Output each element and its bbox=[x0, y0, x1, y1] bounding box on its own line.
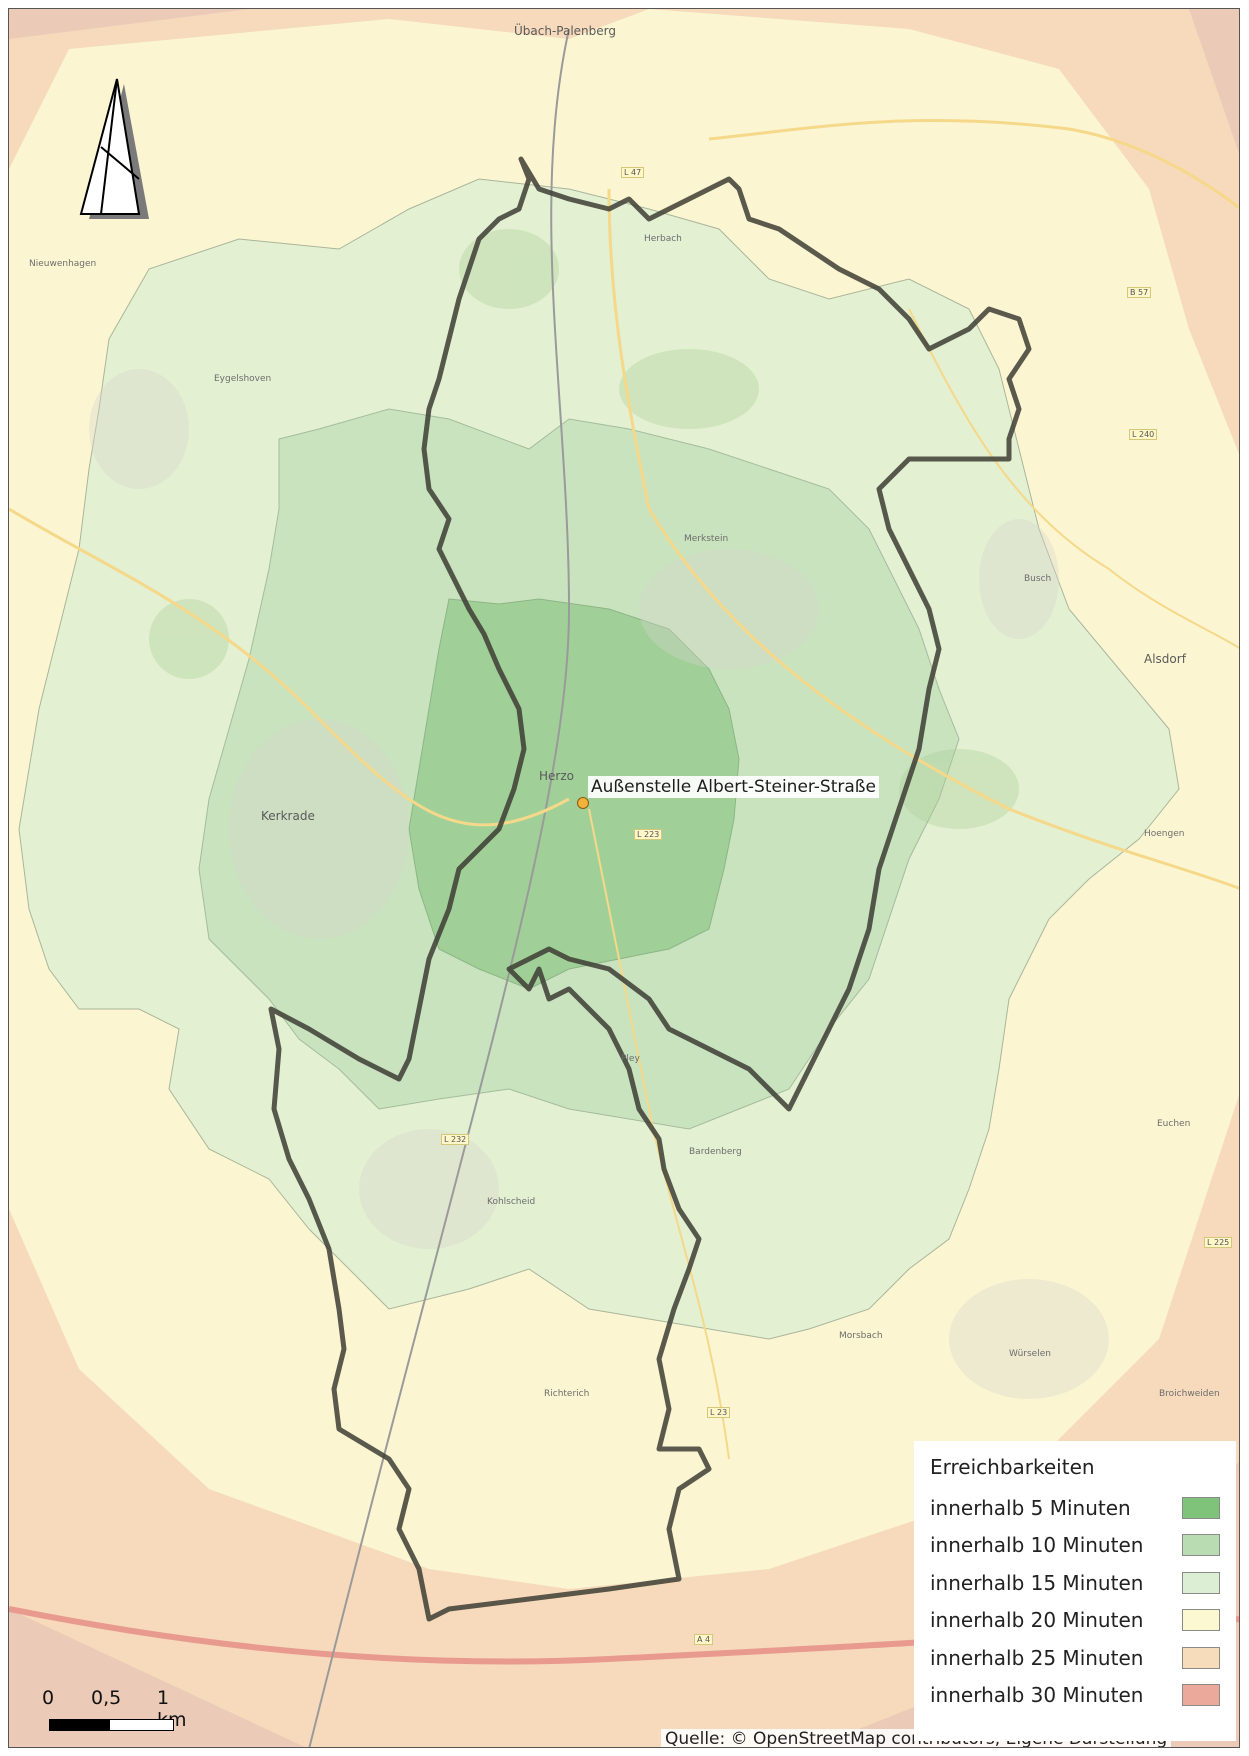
legend-swatch-10 bbox=[1182, 1534, 1220, 1557]
label-pley: Pley bbox=[621, 1054, 640, 1064]
road-south bbox=[588, 808, 730, 1460]
map-canvas[interactable] bbox=[9, 9, 1240, 1748]
scale-bar-white-segment bbox=[109, 1719, 174, 1731]
road-east bbox=[908, 308, 1239, 649]
label-euchen: Euchen bbox=[1157, 1119, 1191, 1129]
legend-swatch-20 bbox=[1182, 1609, 1220, 1632]
legend-title: Erreichbarkeiten bbox=[930, 1455, 1095, 1479]
road-northeast bbox=[708, 118, 1239, 210]
scale-tick-half: 0,5 bbox=[91, 1687, 122, 1709]
map-texture bbox=[89, 229, 1109, 1399]
poi-marker[interactable] bbox=[577, 797, 589, 809]
label-broichweiden: Broichweiden bbox=[1159, 1389, 1220, 1399]
road-label-l240: L 240 bbox=[1129, 429, 1158, 440]
legend-item: innerhalb 30 Minuten bbox=[930, 1677, 1220, 1715]
legend-item-label: innerhalb 5 Minuten bbox=[930, 1495, 1131, 1520]
legend-item-label: innerhalb 25 Minuten bbox=[930, 1645, 1144, 1670]
legend-item: innerhalb 5 Minuten bbox=[930, 1489, 1220, 1527]
zone-5-min bbox=[408, 598, 740, 990]
road-label-l223: L 223 bbox=[634, 829, 663, 840]
legend-swatch-30 bbox=[1182, 1684, 1220, 1707]
roads bbox=[9, 28, 1239, 1747]
legend-item-label: innerhalb 10 Minuten bbox=[930, 1533, 1144, 1558]
label-hoengen: Hoengen bbox=[1144, 829, 1185, 839]
legend-swatch-15 bbox=[1182, 1571, 1220, 1594]
road-label-b57: B 57 bbox=[1127, 287, 1152, 298]
label-kohlscheid: Kohlscheid bbox=[487, 1197, 536, 1207]
poi-label: Außenstelle Albert-Steiner-Straße bbox=[588, 776, 879, 798]
legend-item-label: innerhalb 15 Minuten bbox=[930, 1570, 1144, 1595]
legend-item: innerhalb 20 Minuten bbox=[930, 1602, 1220, 1640]
legend: Erreichbarkeiten innerhalb 5 Minuten inn… bbox=[914, 1441, 1236, 1741]
legend-item: innerhalb 15 Minuten bbox=[930, 1564, 1220, 1602]
scale-bar-black-segment bbox=[49, 1719, 109, 1731]
legend-item: innerhalb 10 Minuten bbox=[930, 1527, 1220, 1565]
label-kerkrade: Kerkrade bbox=[261, 809, 315, 823]
map-frame[interactable]: Übach-Palenberg Alsdorf Kerkrade Herzo M… bbox=[8, 8, 1240, 1748]
legend-item-label: innerhalb 30 Minuten bbox=[930, 1683, 1144, 1708]
scale-tick-0: 0 bbox=[42, 1687, 55, 1709]
north-arrow bbox=[79, 78, 149, 219]
legend-item-label: innerhalb 20 Minuten bbox=[930, 1608, 1144, 1633]
label-herzogenrath: Herzo bbox=[539, 769, 574, 783]
label-ubach-palenberg: Übach-Palenberg bbox=[514, 24, 616, 38]
road-label-l23: L 23 bbox=[707, 1407, 731, 1418]
legend-item: innerhalb 25 Minuten bbox=[930, 1639, 1220, 1677]
label-eygelshoven: Eygelshoven bbox=[214, 374, 272, 384]
label-richterich: Richterich bbox=[544, 1389, 590, 1399]
label-morsbach: Morsbach bbox=[839, 1331, 883, 1341]
road-label-l47: L 47 bbox=[621, 167, 645, 178]
legend-swatch-5 bbox=[1182, 1496, 1220, 1519]
legend-swatch-25 bbox=[1182, 1646, 1220, 1669]
road-label-a4: A 4 bbox=[694, 1634, 714, 1645]
railway-main bbox=[308, 28, 571, 1747]
label-herbach: Herbach bbox=[644, 234, 682, 244]
road-label-l232: L 232 bbox=[441, 1134, 470, 1145]
label-bardenberg: Bardenberg bbox=[689, 1147, 742, 1157]
road-west bbox=[9, 507, 570, 827]
road-label-l225: L 225 bbox=[1204, 1237, 1233, 1248]
label-merkstein: Merkstein bbox=[684, 534, 729, 544]
municipal-boundary bbox=[268, 156, 1032, 1622]
scale-bar: 0 0,5 1 km bbox=[39, 1687, 189, 1731]
label-nieuwenhagen: Nieuwenhagen bbox=[29, 259, 97, 269]
label-alsdorf: Alsdorf bbox=[1144, 652, 1186, 666]
label-busch: Busch bbox=[1024, 574, 1052, 584]
road-l47 bbox=[607, 188, 1239, 890]
label-wuerselen: Würselen bbox=[1009, 1349, 1051, 1359]
